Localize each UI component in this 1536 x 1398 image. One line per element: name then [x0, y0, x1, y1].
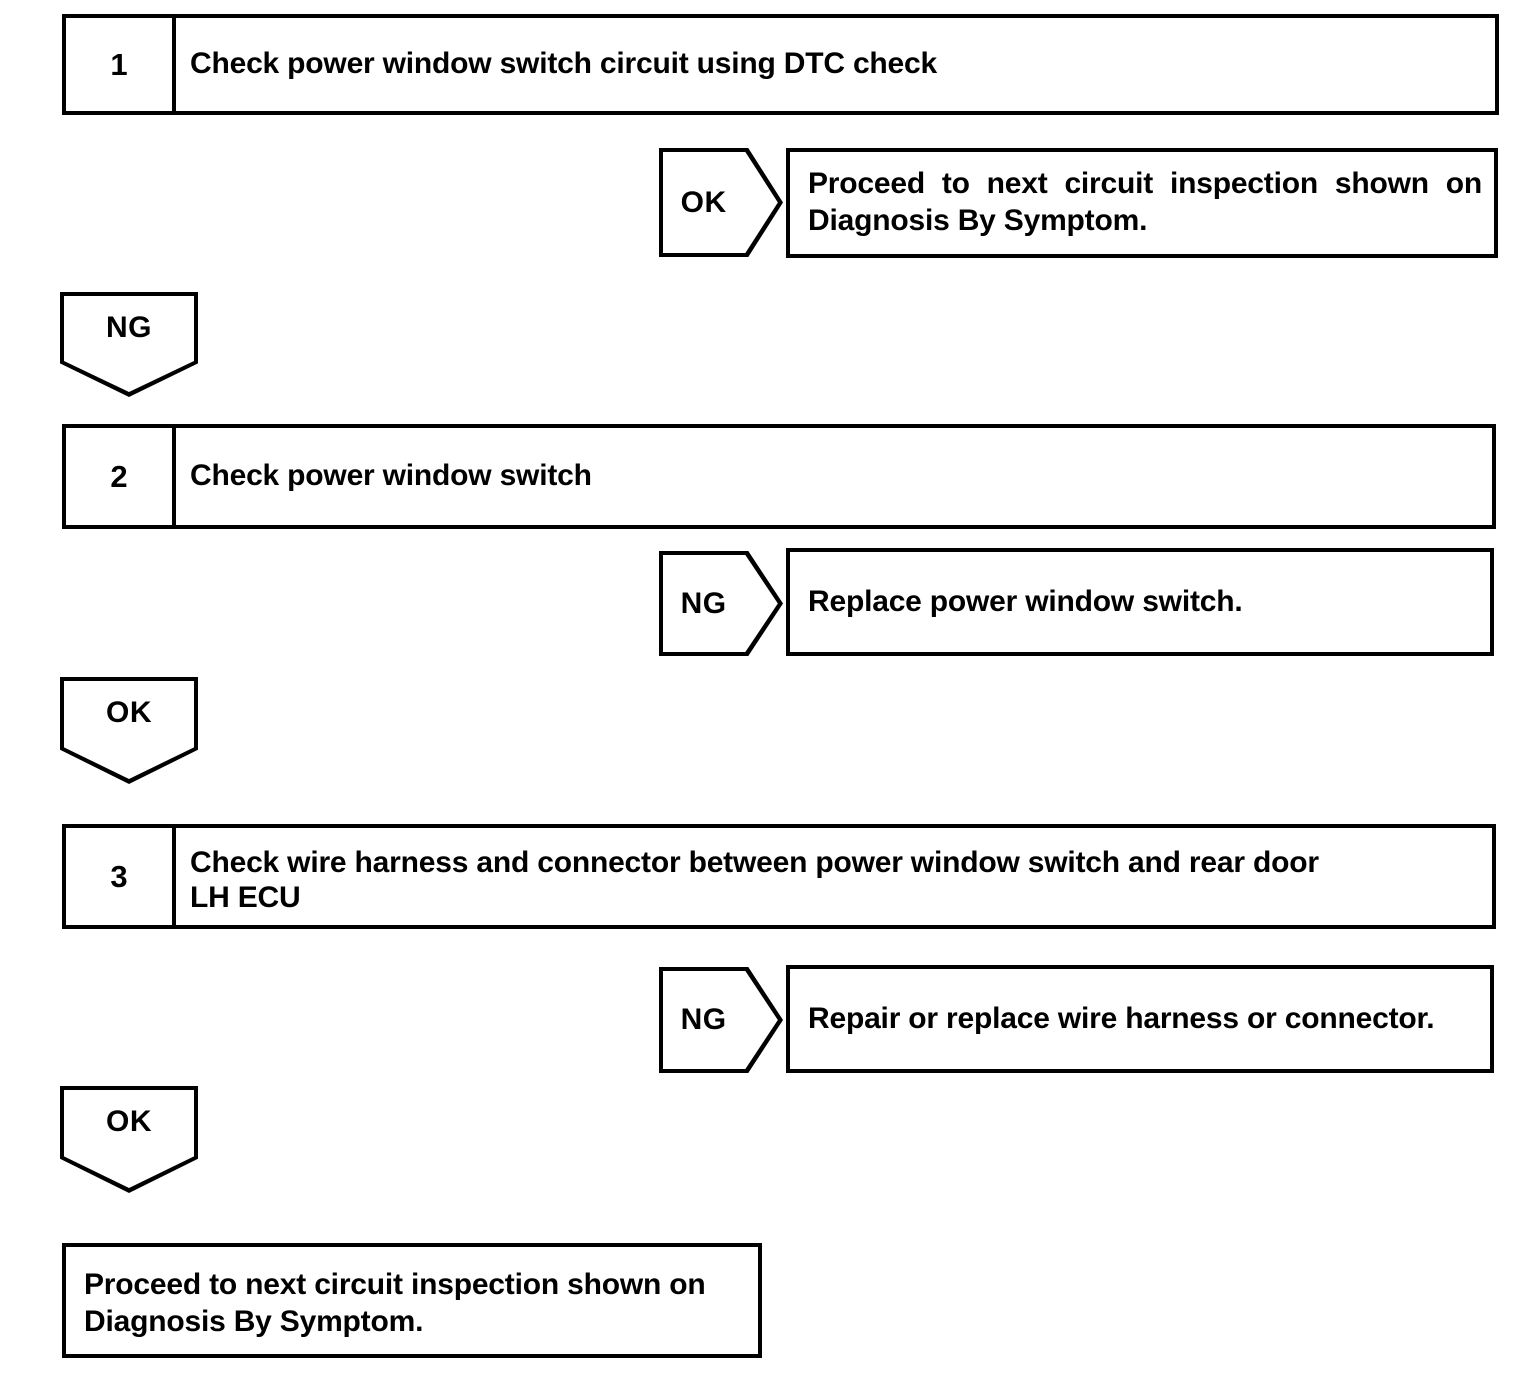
word-inspection: inspection: [1169, 167, 1318, 201]
result-box-2: Replace power window switch.: [786, 548, 1494, 656]
step-box-2: 2 Check power window switch: [62, 424, 1496, 529]
step-number-1: 1: [66, 18, 176, 111]
step-text-3: Check wire harness and connector between…: [176, 828, 1492, 925]
branch-arrow-ng-2-label: NG: [680, 586, 727, 620]
word-to: to: [941, 167, 970, 201]
result-box-2-text: Replace power window switch.: [808, 584, 1243, 618]
connector-arrow-ok-2-label: OK: [106, 696, 152, 730]
branch-arrow-ng-3: NG: [659, 967, 783, 1073]
result-box-3-text: Repair or replace wire harness or connec…: [808, 1001, 1435, 1035]
word-next: next: [986, 167, 1048, 201]
branch-arrow-ok-1-label: OK: [680, 185, 727, 219]
result-box-1-line-2: Diagnosis By Symptom.: [808, 204, 1148, 237]
connector-arrow-ok-2: OK: [60, 677, 198, 784]
step-text-3-line-2: LH ECU: [190, 880, 301, 914]
word-proceed: Proceed: [808, 167, 925, 201]
word-circuit: circuit: [1064, 167, 1154, 201]
final-result-line-2: Diagnosis By Symptom.: [84, 1304, 424, 1338]
final-result-box: Proceed to next circuit inspection shown…: [62, 1243, 762, 1358]
step-box-3: 3 Check wire harness and connector betwe…: [62, 824, 1496, 929]
word-shown: shown: [1334, 167, 1429, 201]
step-box-1: 1 Check power window switch circuit usin…: [62, 14, 1499, 115]
connector-arrow-ng-1: NG: [60, 292, 198, 397]
result-box-1: Proceed to next circuit inspection shown…: [786, 148, 1498, 258]
step-text-3-line-1: Check wire harness and connector between…: [190, 846, 1319, 879]
branch-arrow-ng-3-label: NG: [680, 1003, 727, 1036]
step-number-3: 3: [66, 828, 176, 925]
step-text-1: Check power window switch circuit using …: [190, 47, 938, 81]
connector-arrow-ng-1-label: NG: [106, 310, 152, 344]
step-number-2: 2: [66, 428, 176, 525]
result-box-1-line-1: Proceed to next circuit inspection shown…: [808, 166, 1482, 203]
branch-arrow-ng-2: NG: [659, 551, 783, 656]
step-text-2: Check power window switch: [190, 459, 592, 493]
word-on: on: [1445, 167, 1482, 201]
connector-arrow-ok-3-label: OK: [106, 1105, 152, 1139]
branch-arrow-ok-1: OK: [659, 148, 783, 257]
result-box-3: Repair or replace wire harness or connec…: [786, 965, 1494, 1073]
connector-arrow-ok-3: OK: [60, 1086, 198, 1193]
final-result-line-1: Proceed to next circuit inspection shown…: [84, 1268, 706, 1301]
